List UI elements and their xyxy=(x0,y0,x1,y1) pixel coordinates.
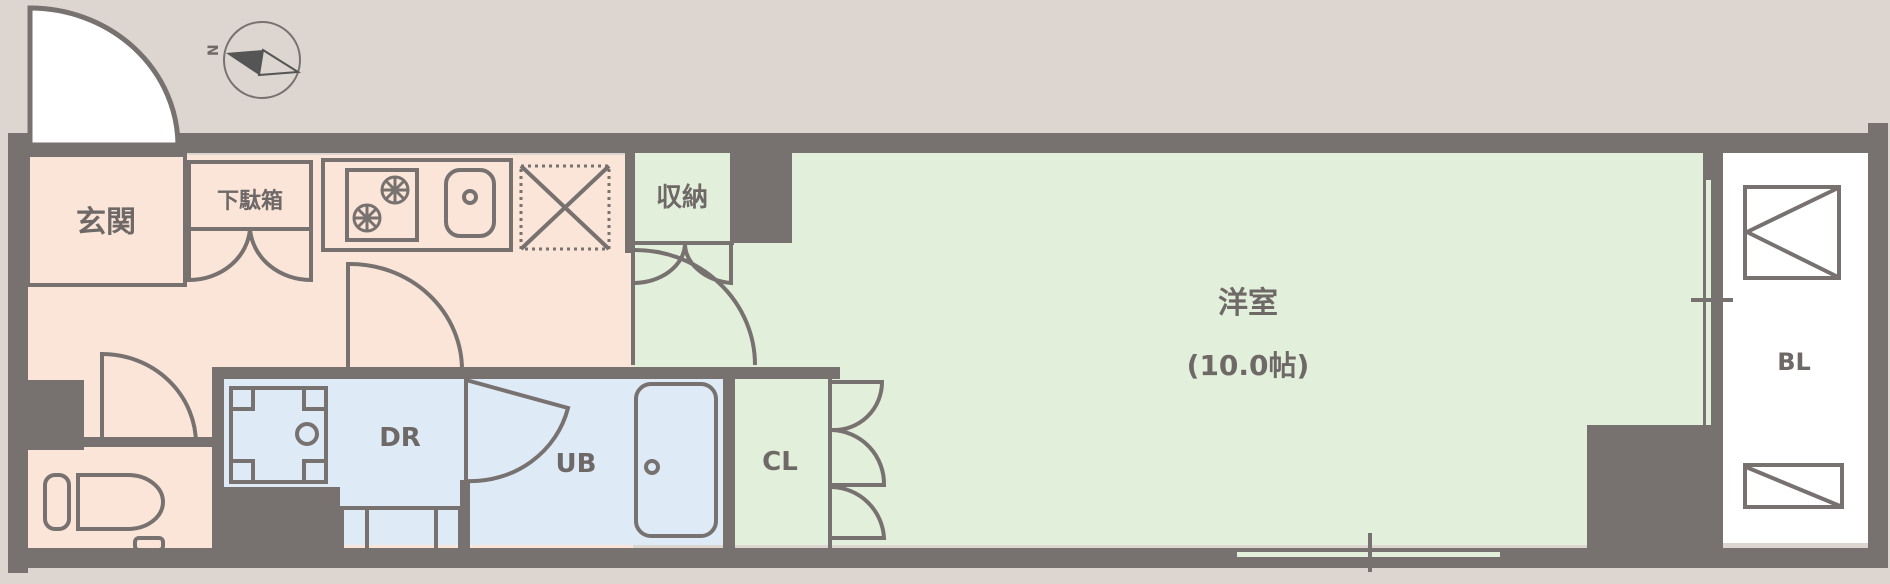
cl-door-2 xyxy=(831,428,887,487)
window-icon xyxy=(1706,180,1711,425)
western-room-size: (10.0帖) xyxy=(1187,349,1310,382)
bath-drain-icon xyxy=(644,459,660,475)
genkan-outline xyxy=(26,153,187,287)
wall-bottom xyxy=(8,548,1885,568)
wall-left xyxy=(8,133,28,573)
washer-icon xyxy=(229,386,328,484)
entrance-door xyxy=(27,5,181,148)
ub-cl-wall xyxy=(723,373,735,550)
bl-label: BL xyxy=(1777,348,1811,376)
water-heater-icon xyxy=(1743,463,1844,509)
cl-label: CL xyxy=(762,447,798,477)
dr-door xyxy=(346,261,464,371)
wall-right xyxy=(1868,123,1888,568)
room-door xyxy=(632,247,757,366)
ac-unit-icon xyxy=(1743,185,1841,280)
stove-icon xyxy=(345,168,419,242)
toilet-icon xyxy=(76,473,165,531)
toilet-tank xyxy=(43,473,71,531)
toilet-wall xyxy=(84,437,212,447)
drain-icon xyxy=(462,189,478,205)
genkan-label: 玄関 xyxy=(76,205,136,240)
pillar xyxy=(732,145,792,243)
wall-top xyxy=(8,133,1885,153)
burner-icon xyxy=(352,175,410,233)
fridge-space-icon xyxy=(519,164,611,251)
cl-door-3 xyxy=(831,485,887,540)
storage-area xyxy=(631,148,734,245)
wet-zone-top-wall xyxy=(212,367,840,379)
western-room-label: 洋室 xyxy=(1218,286,1278,321)
paper-holder xyxy=(133,536,165,552)
toilet-pillar xyxy=(28,380,84,450)
sink-icon xyxy=(444,168,496,238)
dr-label: DR xyxy=(379,423,421,453)
room-pillar xyxy=(1587,425,1707,550)
shoe-box-label: 下駄箱 xyxy=(217,188,283,214)
closet-zone xyxy=(733,373,833,545)
dr-pillar xyxy=(218,487,340,550)
north-arrow-icon: N xyxy=(206,21,302,99)
toilet-door xyxy=(100,351,199,446)
vanity-icon xyxy=(340,506,462,552)
compass-label: N xyxy=(206,44,222,56)
ub-label: UB xyxy=(556,449,597,479)
ub-left-wall xyxy=(460,480,470,550)
ub-door xyxy=(465,378,571,484)
kitchen-counter xyxy=(321,158,513,252)
shoe-box-doors xyxy=(187,228,313,283)
storage-label: 収納 xyxy=(656,182,708,213)
bathtub-icon xyxy=(634,382,718,538)
storage-wall xyxy=(625,145,633,253)
